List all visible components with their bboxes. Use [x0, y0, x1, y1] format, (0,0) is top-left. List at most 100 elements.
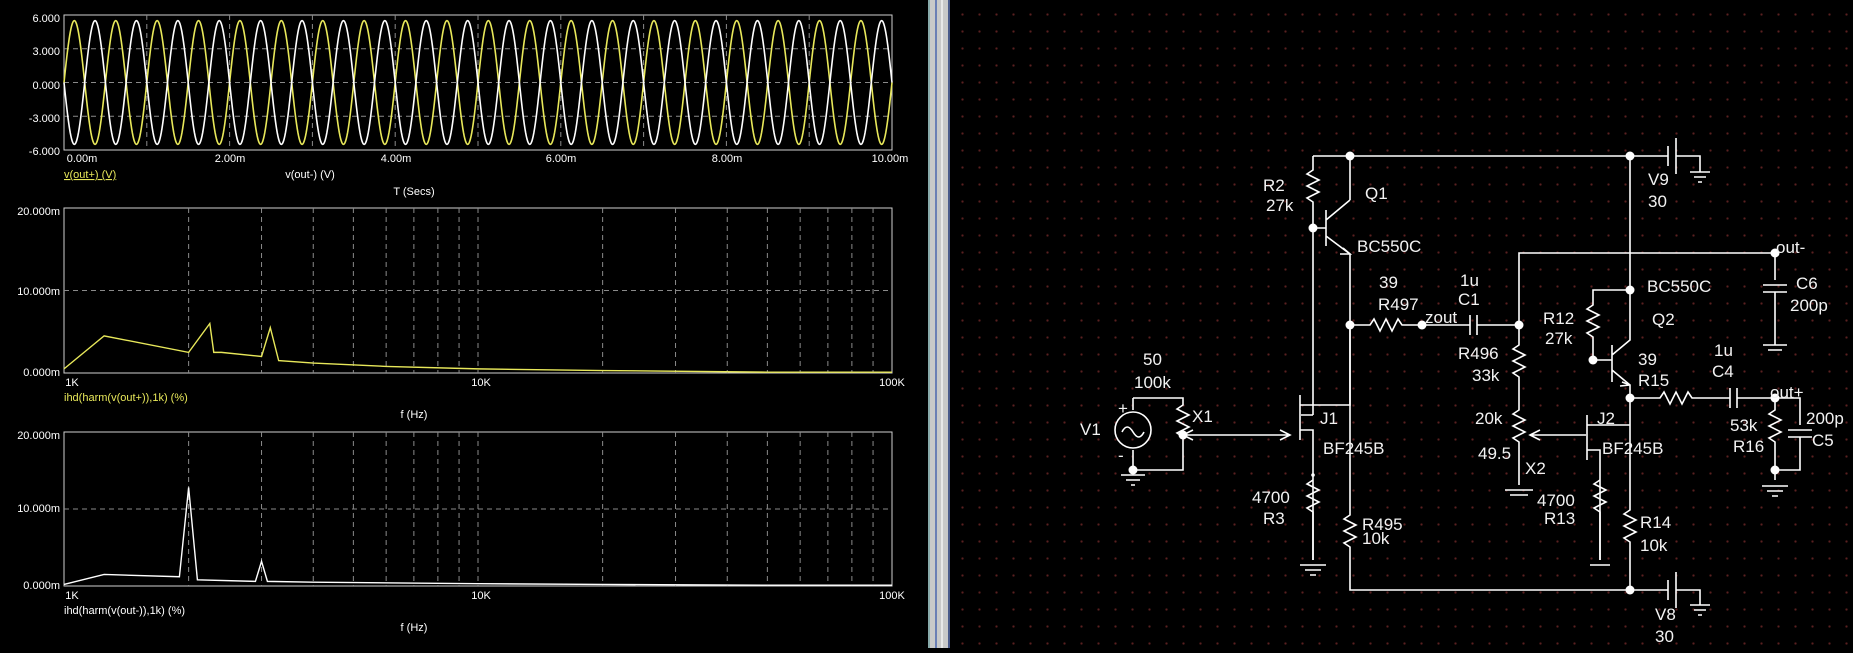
- legend-ihd-out-minus[interactable]: ihd(harm(v(out-)),1k) (%): [64, 605, 185, 617]
- transient-plot[interactable]: 6.000 3.000 0.000 -3.000 -6.000 0.00m 2.…: [29, 13, 909, 198]
- voltage-source-v1[interactable]: [1114, 411, 1152, 449]
- label-r12-value[interactable]: 27k: [1545, 329, 1573, 348]
- harmonic-plot-out-minus[interactable]: 20.000m 10.000m 0.000m 1K 10K 100K ihd(h…: [17, 430, 905, 634]
- label-r2[interactable]: R2: [1263, 176, 1285, 195]
- label-c1-value[interactable]: 1u: [1460, 271, 1479, 290]
- legend-v-out-minus[interactable]: v(out-) (V): [285, 169, 335, 181]
- schematic-canvas[interactable]: R2 27k Q1 BC550C 39 R497 zout 1u C1 R496…: [950, 0, 1853, 648]
- label-q1-part[interactable]: BC550C: [1357, 237, 1421, 256]
- label-r13-value[interactable]: 4700: [1537, 491, 1575, 510]
- transistor-j1[interactable]: [1299, 228, 1351, 560]
- label-c1[interactable]: C1: [1458, 290, 1480, 309]
- label-r495-value[interactable]: 10k: [1362, 529, 1390, 548]
- resistor-r497[interactable]: [1350, 315, 1519, 335]
- resistor-r15[interactable]: [1630, 388, 1775, 408]
- label-zout[interactable]: zout: [1425, 308, 1457, 327]
- label-out-minus[interactable]: out-: [1776, 238, 1805, 257]
- label-x1-value2[interactable]: 100k: [1134, 373, 1171, 392]
- label-q2-part[interactable]: BC550C: [1647, 277, 1711, 296]
- label-r3[interactable]: R3: [1263, 509, 1285, 528]
- label-c6[interactable]: C6: [1796, 274, 1818, 293]
- x-tick-label: 0.00m: [67, 153, 98, 165]
- label-c6-value[interactable]: 200p: [1790, 296, 1828, 315]
- transistor-j2[interactable]: [1575, 415, 1630, 566]
- junction-dots: [1128, 151, 1780, 595]
- resistor-r3[interactable]: [1300, 479, 1326, 576]
- label-x2-value2[interactable]: 49.5: [1478, 444, 1511, 463]
- resistor-r16[interactable]: [1762, 398, 1788, 497]
- wire-out-minus: [1518, 252, 1775, 325]
- battery-v8[interactable]: [1630, 572, 1710, 616]
- trace-v-out-minus: [63, 19, 893, 146]
- x-tick-label: 4.00m: [381, 153, 412, 165]
- waveform-viewer: 6.000 3.000 0.000 -3.000 -6.000 0.00m 2.…: [0, 0, 928, 648]
- battery-v9[interactable]: [1667, 138, 1710, 183]
- label-r15-value[interactable]: 39: [1638, 350, 1657, 369]
- label-r14[interactable]: R14: [1640, 513, 1671, 532]
- label-r497[interactable]: R497: [1378, 295, 1419, 314]
- label-c4-value[interactable]: 1u: [1714, 341, 1733, 360]
- resistor-r13[interactable]: [1592, 479, 1608, 560]
- label-v9-value[interactable]: 30: [1648, 192, 1667, 211]
- label-q2[interactable]: Q2: [1652, 310, 1675, 329]
- label-x1-value1[interactable]: 50: [1143, 350, 1162, 369]
- label-c4[interactable]: C4: [1712, 362, 1734, 381]
- resistor-r12[interactable]: [1585, 156, 1631, 361]
- label-v1-plus: +: [1118, 399, 1128, 418]
- sine-icon: [1121, 426, 1145, 438]
- label-j1-part[interactable]: BF245B: [1323, 439, 1384, 458]
- label-r16-value[interactable]: 53k: [1730, 416, 1758, 435]
- wire-j1-gate: [1183, 429, 1292, 441]
- label-r495[interactable]: R495: [1362, 515, 1403, 534]
- harmonic-plot-out-plus[interactable]: 20.000m 10.000m 0.000m 1K 10K 100K ihd(h…: [17, 206, 905, 421]
- transistor-q1[interactable]: [1313, 156, 1351, 255]
- label-r15[interactable]: R15: [1638, 371, 1669, 390]
- label-r497-value[interactable]: 39: [1379, 273, 1398, 292]
- resistor-r495[interactable]: [1342, 325, 1630, 591]
- y-tick-label: 0.000m: [23, 580, 60, 592]
- label-v8-value[interactable]: 30: [1655, 627, 1674, 646]
- label-x1[interactable]: X1: [1192, 407, 1213, 426]
- label-r16[interactable]: R16: [1733, 437, 1764, 456]
- legend-v-out-plus[interactable]: v(out+) (V): [64, 169, 116, 181]
- label-v8[interactable]: V8: [1655, 605, 1676, 624]
- transient-x-axis: 0.00m 2.00m 4.00m 6.00m 8.00m 10.00m: [67, 153, 909, 165]
- x2-wiper: [1528, 429, 1575, 441]
- label-r14-value[interactable]: 10k: [1640, 536, 1668, 555]
- label-r496[interactable]: R496: [1458, 344, 1499, 363]
- y-tick-label: 20.000m: [17, 206, 60, 218]
- label-r12[interactable]: R12: [1543, 309, 1574, 328]
- label-c5-value[interactable]: 200p: [1806, 409, 1844, 428]
- transistor-q2[interactable]: [1611, 290, 1631, 425]
- label-j2-part[interactable]: BF245B: [1602, 439, 1663, 458]
- label-r2-value[interactable]: 27k: [1266, 196, 1294, 215]
- potentiometer-x2[interactable]: [1505, 325, 1533, 496]
- x-tick-label: 2.00m: [215, 153, 246, 165]
- capacitor-c5[interactable]: [1775, 397, 1812, 471]
- label-x2[interactable]: X2: [1525, 459, 1546, 478]
- y-tick-label: 3.000: [32, 46, 60, 58]
- resistor-r14[interactable]: [1622, 425, 1638, 590]
- label-v9[interactable]: V9: [1648, 170, 1669, 189]
- schematic-editor[interactable]: R2 27k Q1 BC550C 39 R497 zout 1u C1 R496…: [950, 0, 1853, 648]
- x-tick-label: 1K: [65, 590, 79, 602]
- label-out-plus[interactable]: out+: [1770, 383, 1804, 402]
- x-tick-label: 10.00m: [872, 153, 909, 165]
- label-v1[interactable]: V1: [1080, 420, 1101, 439]
- label-r3-value[interactable]: 4700: [1252, 488, 1290, 507]
- label-j2[interactable]: J2: [1597, 409, 1615, 428]
- resistor-r2[interactable]: [1305, 156, 1321, 226]
- x-tick-label: 100K: [879, 377, 905, 389]
- legend-ihd-out-plus[interactable]: ihd(harm(v(out+)),1k) (%): [64, 392, 188, 404]
- label-x2-value1[interactable]: 20k: [1475, 409, 1503, 428]
- label-c5[interactable]: C5: [1812, 431, 1834, 450]
- label-r496-value[interactable]: 33k: [1472, 366, 1500, 385]
- y-tick-label: 10.000m: [17, 286, 60, 298]
- capacitor-c6[interactable]: [1763, 253, 1787, 351]
- label-q1[interactable]: Q1: [1365, 184, 1388, 203]
- potentiometer-x1[interactable]: [1121, 397, 1191, 486]
- pane-splitter[interactable]: [928, 0, 950, 648]
- label-j1[interactable]: J1: [1320, 409, 1338, 428]
- label-r13[interactable]: R13: [1544, 509, 1575, 528]
- splitter-line: [935, 0, 937, 648]
